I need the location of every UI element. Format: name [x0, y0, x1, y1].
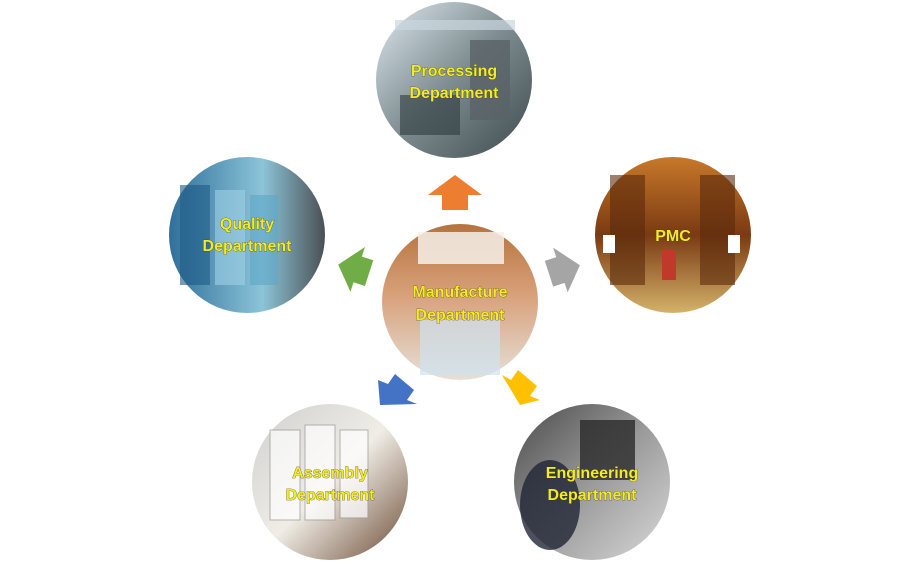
quality-label-line1: Quality	[220, 216, 274, 233]
assembly-label-line1: Assembly	[292, 465, 368, 482]
engineering-label-line2: Department	[548, 487, 638, 504]
node-processing-department: Processing Department	[376, 2, 532, 158]
node-engineering-department: Engineering Department	[514, 404, 670, 560]
quality-label-line2: Department	[203, 238, 293, 255]
arrow-to-engineering	[502, 370, 540, 405]
arrow-to-processing	[428, 175, 482, 210]
manufacture-label-line2: Department	[416, 307, 506, 324]
processing-label-line2: Department	[410, 85, 500, 102]
manufacture-label-line1: Manufacture	[412, 284, 507, 301]
arrow-to-pmc	[542, 241, 587, 296]
node-assembly-department: Assembly Department	[252, 404, 408, 560]
processing-label-line1: Processing	[411, 63, 497, 80]
arrow-to-assembly	[378, 374, 417, 405]
node-pmc: PMC	[595, 157, 751, 313]
node-quality-department: Quality Department	[169, 157, 325, 313]
node-manufacture-department: Manufacture Department	[382, 224, 538, 380]
assembly-label-line2: Department	[286, 487, 376, 504]
pmc-label-line1: PMC	[655, 228, 691, 245]
engineering-label-line1: Engineering	[546, 465, 638, 482]
arrow-to-quality	[331, 241, 376, 296]
